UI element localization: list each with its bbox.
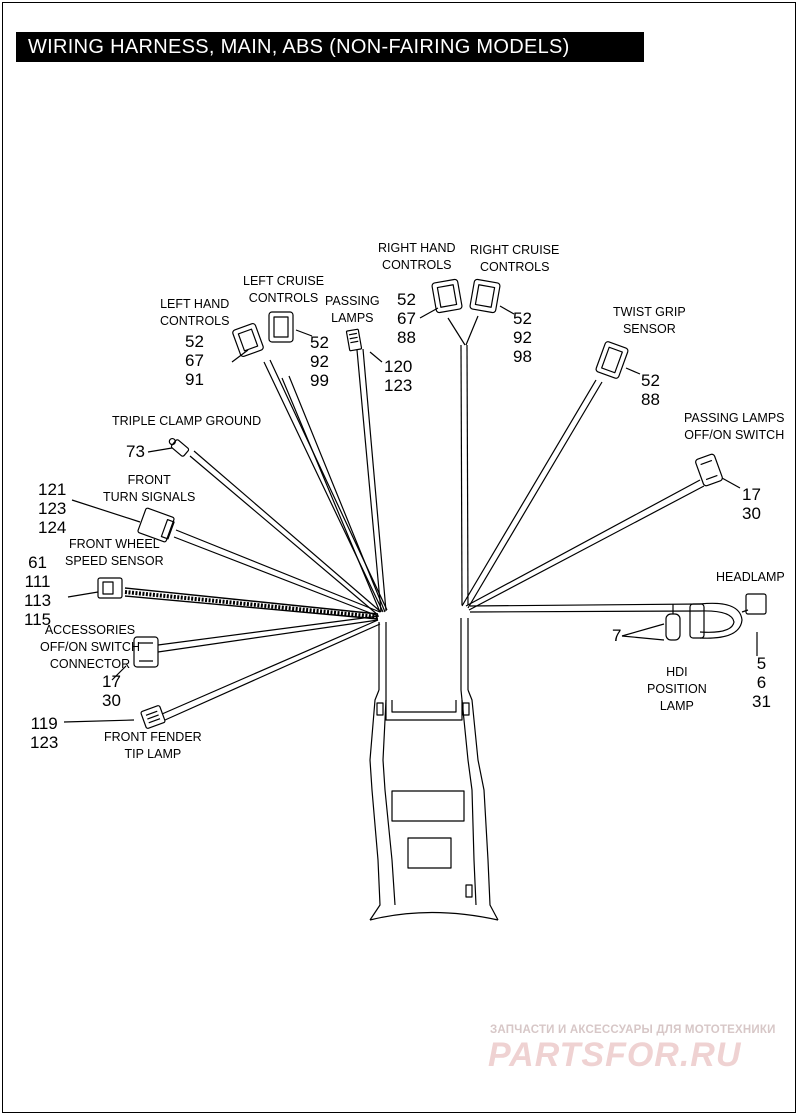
wire-passing-lamps: [356, 348, 387, 613]
connector-passing-lamps-switch-icon: [695, 453, 723, 487]
numbers-hdi-position-lamp: 7: [612, 626, 622, 645]
label-triple-clamp-ground: TRIPLE CLAMP GROUND: [112, 414, 262, 428]
connector-front-turn-signals-icon: [137, 507, 175, 543]
page-title: WIRING HARNESS, MAIN, ABS (NON-FAIRING M…: [16, 32, 644, 62]
wire-left-cruise-controls: [281, 375, 386, 613]
wire-speed-sensor: [124, 587, 379, 620]
hdi-position-lamp-icon: [665, 604, 681, 641]
connector-passing-lamps-icon: [345, 328, 363, 352]
watermark-brand: PARTSFOR.RU: [488, 1036, 742, 1074]
wire-front-turn-signals: [173, 529, 381, 617]
label-headlamp: HEADLAMP: [716, 570, 785, 584]
connector-front-fender-tip-lamp-icon: [140, 705, 166, 729]
connector-twist-grip-icon: [595, 341, 629, 379]
wire-headlamp: [469, 603, 701, 613]
watermark-tagline: ЗАПЧАСТИ И АКСЕССУАРЫ ДЛЯ МОТОТЕХНИКИ: [490, 1024, 776, 1036]
connector-speed-sensor-icon: [97, 577, 123, 599]
wire-front-fender-tip-lamp: [161, 619, 381, 721]
numbers-triple-clamp-ground: 73: [126, 442, 145, 461]
connector-left-hand-controls-icon: [232, 322, 264, 358]
wire-triple-clamp-ground: [189, 450, 382, 616]
wire-twist-grip: [461, 379, 603, 609]
headlamp-connector-icon: [689, 593, 767, 639]
connector-right-cruise-controls-icon: [469, 278, 501, 314]
connector-triple-clamp-ground-icon: [168, 437, 190, 457]
wire-passing-lamps-switch: [465, 479, 705, 611]
connector-left-cruise-controls-icon: [268, 311, 294, 343]
wire-right-controls: [447, 315, 479, 606]
wire-left-hand-controls: [263, 359, 388, 613]
wire-accessories-switch: [157, 615, 380, 653]
connector-right-hand-controls-icon: [431, 278, 463, 314]
frame-body: [369, 689, 499, 921]
connector-accessories-switch-icon: [133, 636, 159, 668]
